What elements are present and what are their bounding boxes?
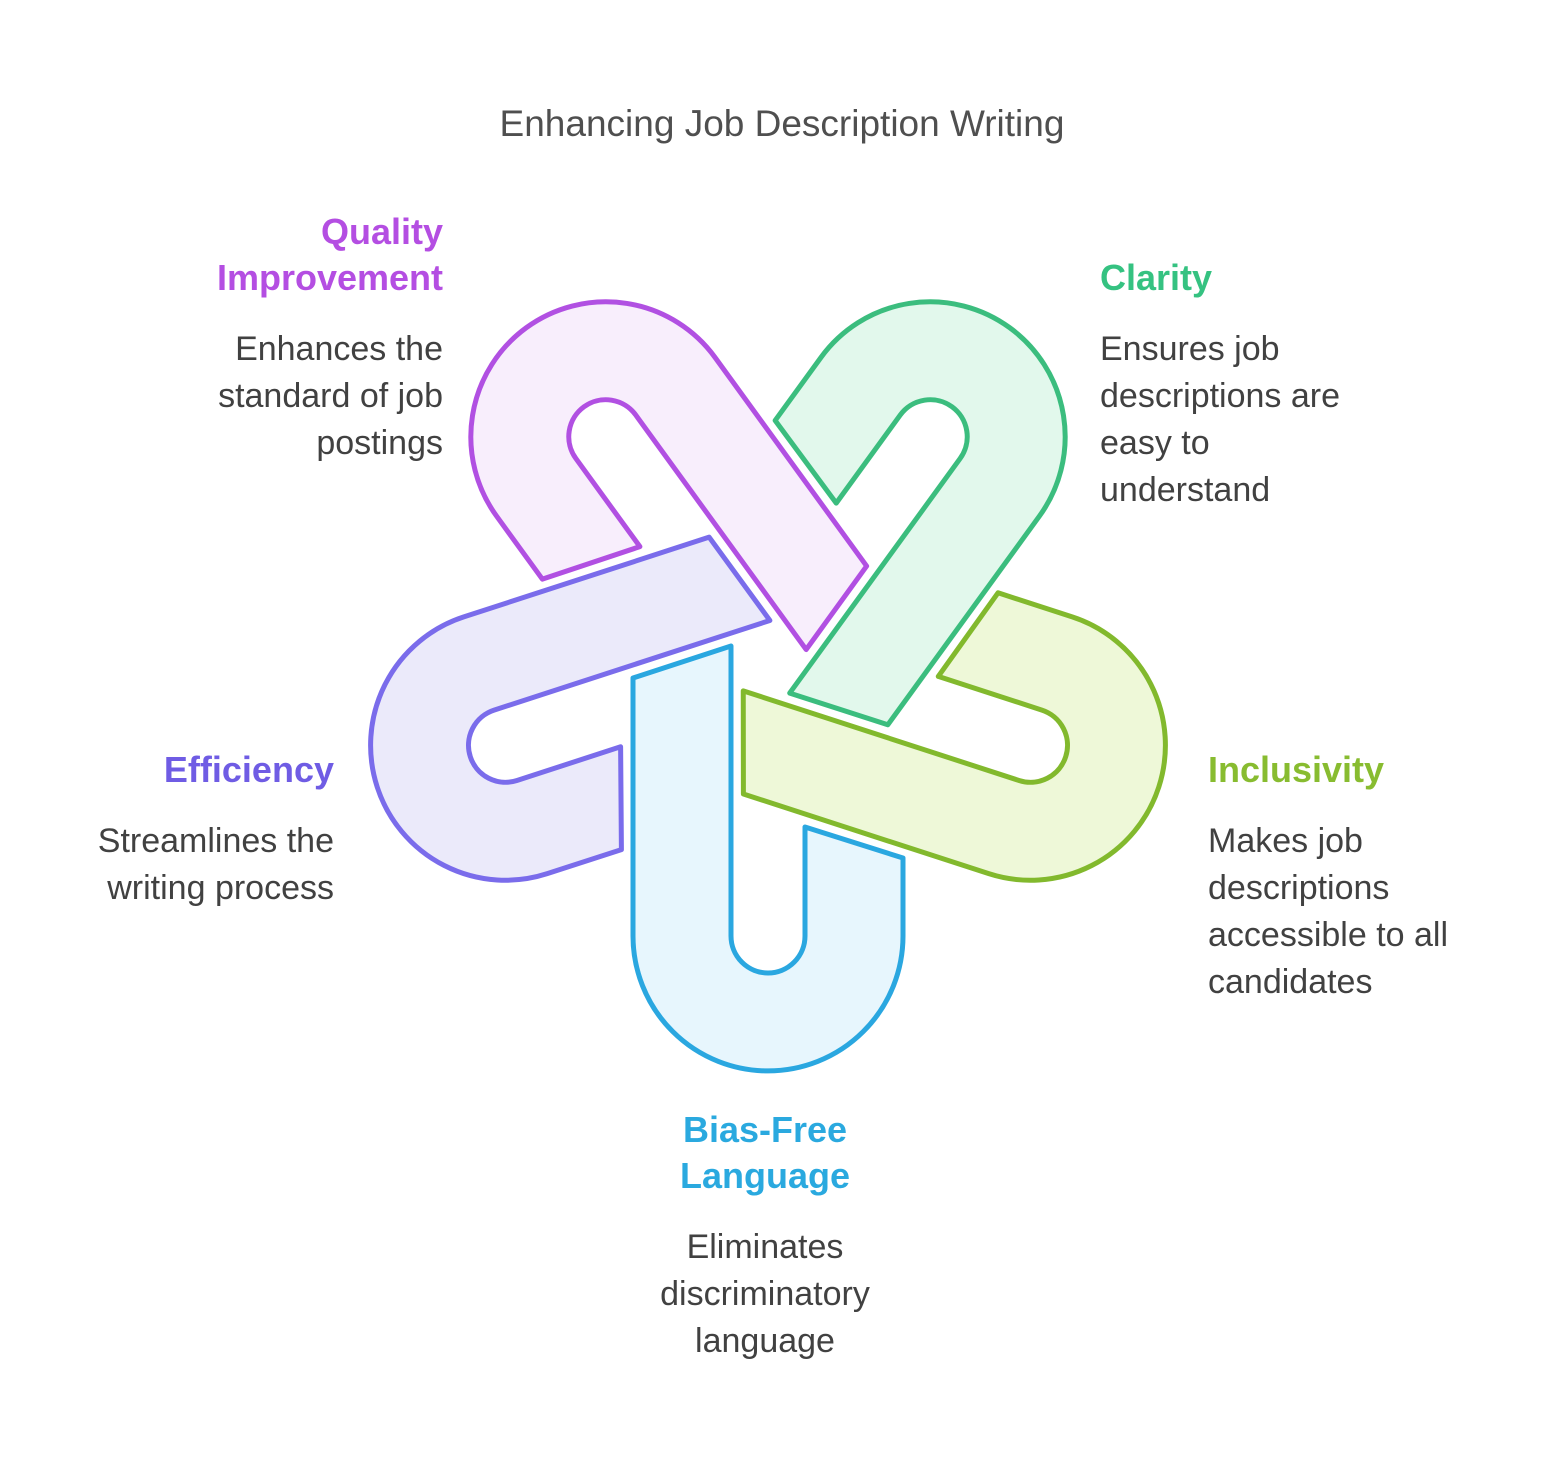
label-clarity: Clarity Ensures job descriptions are eas… [1100, 255, 1340, 514]
label-inclusivity: Inclusivity Makes job descriptions acces… [1208, 747, 1448, 1006]
quality-improvement-heading: Quality Improvement [216, 211, 443, 298]
clarity-description: Ensures job descriptions are easy to und… [1100, 330, 1341, 509]
page-title: Enhancing Job Description Writing [499, 103, 1065, 144]
bias-free-language-description: Eliminates discriminatory language [660, 1228, 870, 1360]
label-quality-improvement: Quality Improvement Enhances the standar… [217, 209, 443, 467]
label-bias-free-language: Bias-Free Language Eliminates discrimina… [565, 1107, 965, 1365]
clarity-heading: Clarity [1100, 257, 1213, 298]
quality-improvement-description: Enhances the standard of job postings [218, 330, 443, 462]
label-efficiency: Efficiency Streamlines the writing proce… [98, 747, 334, 912]
inclusivity-description: Makes job descriptions accessible to all… [1208, 822, 1449, 1001]
bias-free-language-heading: Bias-Free Language [679, 1109, 850, 1196]
efficiency-description: Streamlines the writing process [97, 822, 334, 907]
inclusivity-heading: Inclusivity [1208, 749, 1385, 790]
efficiency-heading: Efficiency [163, 749, 334, 790]
